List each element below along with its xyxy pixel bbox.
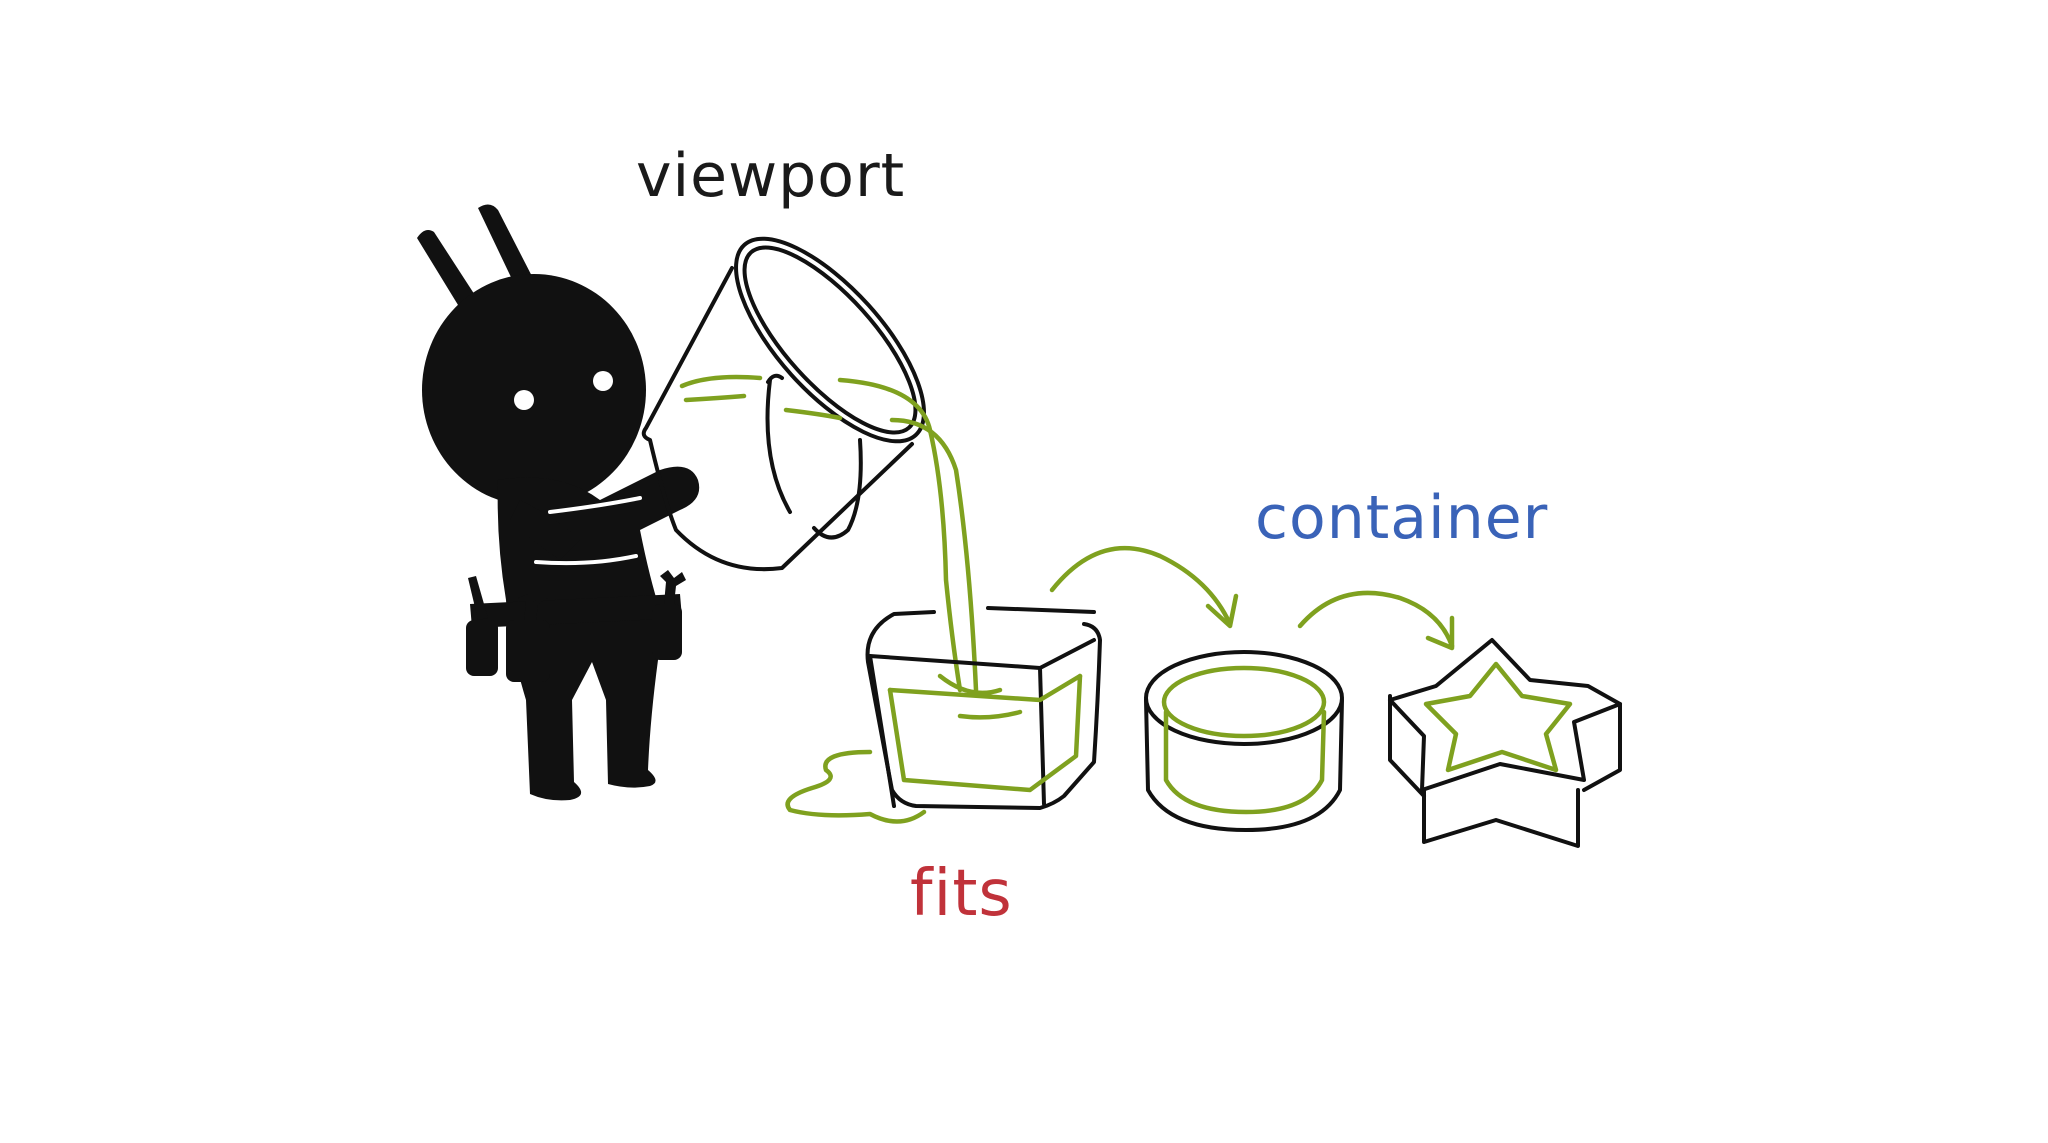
star-container-icon (1388, 638, 1622, 848)
pouring-liquid-icon (679, 374, 979, 693)
container-label: container (1255, 483, 1549, 553)
arm-highlight-icon (548, 496, 642, 514)
arrow-to-round-icon (1049, 545, 1239, 629)
round-container-liquid-icon (1161, 665, 1327, 815)
star-container-liquid-icon (1423, 661, 1573, 773)
rabbit-character-icon (417, 204, 700, 801)
rabbit-eye-right-icon (593, 371, 613, 391)
body-highlight-icon (534, 554, 638, 566)
rabbit-eye-left-icon (514, 390, 534, 410)
square-container-icon (865, 606, 1102, 810)
viewport-label: viewport (636, 141, 906, 211)
fits-label: fits (910, 857, 1013, 931)
round-container-icon (1144, 650, 1344, 832)
pouring-bucket-icon (641, 236, 926, 572)
square-container-liquid-icon (785, 673, 1083, 824)
arrow-to-star-icon (1297, 590, 1455, 651)
